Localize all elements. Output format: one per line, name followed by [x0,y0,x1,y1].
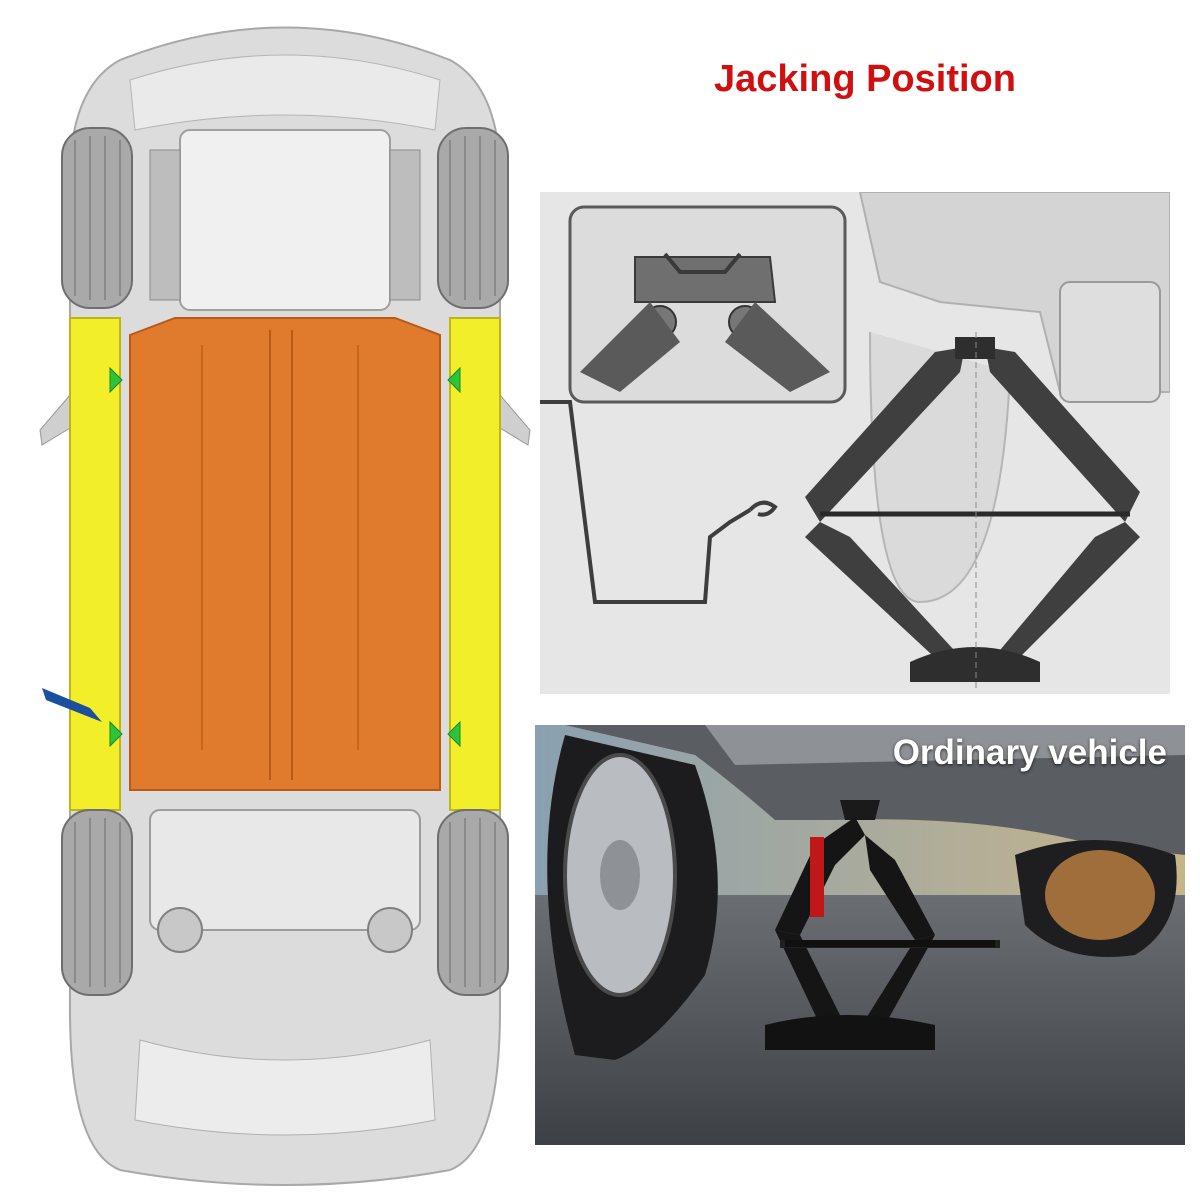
jack-point-front-left [109,366,123,394]
car-underbody-icon [39,26,531,1186]
inset-arm-right [725,302,830,392]
jack-point-front-right [447,366,461,394]
crank-hook [748,500,778,517]
front-subframe [179,129,391,311]
jack-point-rear-right [447,720,461,748]
photo-label: Ordinary vehicle [892,733,1167,772]
jack-point-rear-left [109,720,123,748]
suspension-component [1059,281,1161,403]
rear-right-mount [367,907,413,953]
scissor-jack [805,332,1140,692]
front-left-wheel [61,127,133,309]
rear-bumper [134,1039,436,1136]
car-underbody-diagram [30,0,540,1200]
inset-arm-left [580,302,680,392]
scissor-jack-icon [540,192,1170,692]
front-bumper [129,54,441,131]
battery-pack [129,317,441,791]
car-tire [547,735,718,1060]
vehicle-jack-photo [535,725,1185,1145]
crank-handle [540,400,752,604]
rear-left-wheel [61,809,133,996]
front-right-arm [389,149,421,301]
rear-subframe [149,809,421,931]
pointer-arrow-icon [42,688,102,722]
car-bumper [705,725,1185,765]
jack-handle-bar [785,940,995,947]
inset-jack-saddle [634,256,777,303]
rear-rim [1045,850,1155,940]
front-right-wheel [437,127,509,309]
jack-diagram-panel [540,192,1170,694]
rear-left-mount [157,907,203,953]
ordinary-vehicle-photo: Ordinary vehicle [535,725,1185,1145]
front-left-arm [149,149,181,301]
page-title: Jacking Position [714,58,1016,100]
rear-right-wheel [437,809,509,996]
inset-saddle-notch [663,252,742,274]
